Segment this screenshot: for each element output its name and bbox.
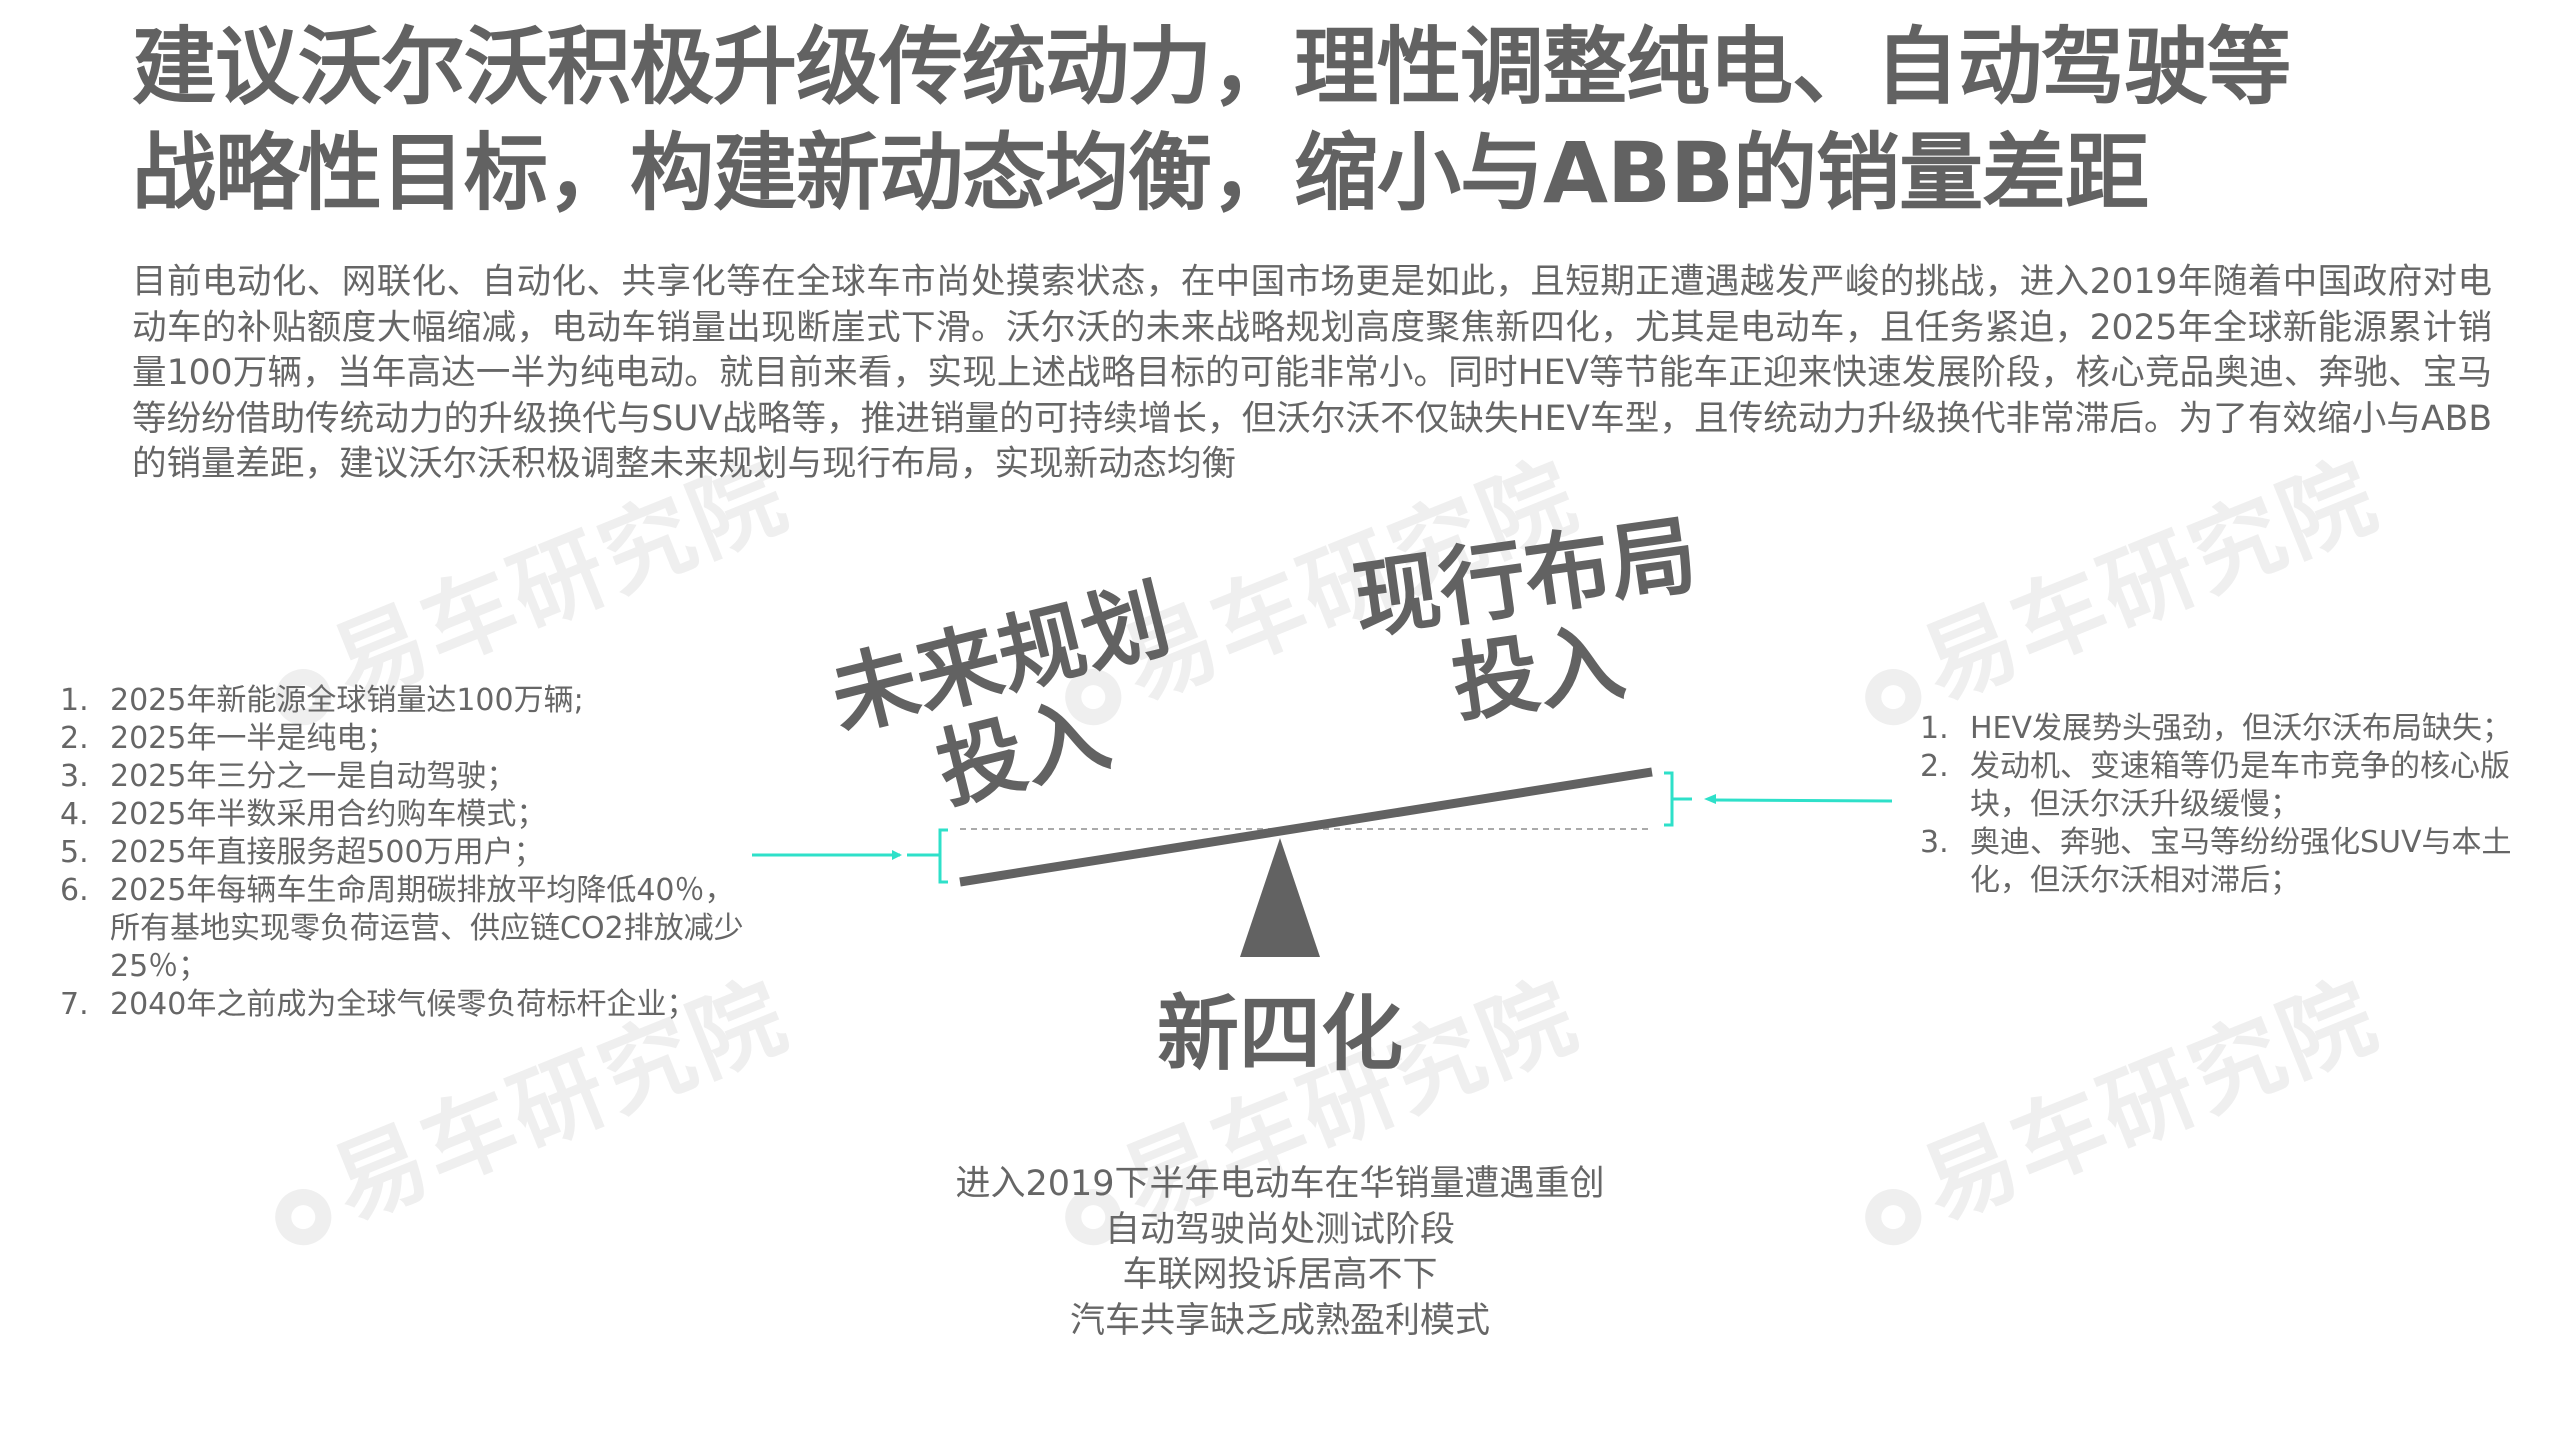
fulcrum-triangle-icon [1240, 838, 1320, 957]
fulcrum-label: 新四化 [1156, 987, 1403, 1082]
list-item: 5.2025年直接服务超500万用户； [60, 835, 544, 870]
list-item: 2.发动机、变速箱等仍是车市竞争的核心版块，但沃尔沃升级缓慢； [1920, 749, 2510, 822]
page-title-line-1: 建议沃尔沃积极升级传统动力，理性调整纯电、自动驾驶等 [132, 18, 2291, 116]
note-line: 自动驾驶尚处测试阶段 [1104, 1209, 1455, 1250]
list-item: 3.2025年三分之一是自动驾驶； [60, 759, 517, 794]
note-line: 进入2019下半年电动车在华销量遭遇重创 [955, 1164, 1605, 1204]
list-item: 2.2025年一半是纯电； [60, 721, 397, 756]
right-arrow-head-icon [1704, 794, 1716, 804]
balance-beam [959, 767, 1653, 887]
list-item: 1.HEV发展势头强劲，但沃尔沃布局缺失； [1920, 711, 2513, 746]
page-title: 建议沃尔沃积极升级传统动力，理性调整纯电、自动驾驶等 战略性目标，构建新动态均衡… [132, 14, 2512, 226]
list-item: 1.2025年新能源全球销量达100万辆; [60, 683, 584, 718]
new-four-notes: 进入2019下半年电动车在华销量遭遇重创 自动驾驶尚处测试阶段 车联网投诉居高不… [880, 1162, 1680, 1344]
future-plan-list: 1.2025年新能源全球销量达100万辆; 2.2025年一半是纯电； 3.20… [60, 682, 750, 1024]
current-layout-list: 1.HEV发展势头强劲，但沃尔沃布局缺失； 2.发动机、变速箱等仍是车市竞争的核… [1920, 710, 2560, 900]
list-item: 4.2025年半数采用合约购车模式； [60, 797, 547, 832]
intro-paragraph: 目前电动化、网联化、自动化、共享化等在全球车市尚处摸索状态，在中国市场更是如此，… [132, 262, 2492, 484]
page-title-line-2: 战略性目标，构建新动态均衡，缩小与ABB的销量差距 [132, 124, 2149, 222]
list-item: 3.奥迪、奔驰、宝马等纷纷强化SUV与本土化，但沃尔沃相对滞后； [1920, 825, 2512, 898]
right-connector [1664, 771, 1893, 827]
list-item: 6.2025年每辆车生命周期碳排放平均降低40％，所有基地实现零负荷运营、供应链… [60, 873, 744, 984]
list-item: 7.2040年之前成为全球气候零负荷标杆企业； [60, 987, 697, 1022]
left-connector [752, 828, 948, 884]
note-line: 车联网投诉居高不下 [1122, 1255, 1438, 1295]
note-line: 汽车共享缺乏成熟盈利模式 [1069, 1300, 1490, 1341]
left-arrow-head-icon [892, 850, 902, 860]
